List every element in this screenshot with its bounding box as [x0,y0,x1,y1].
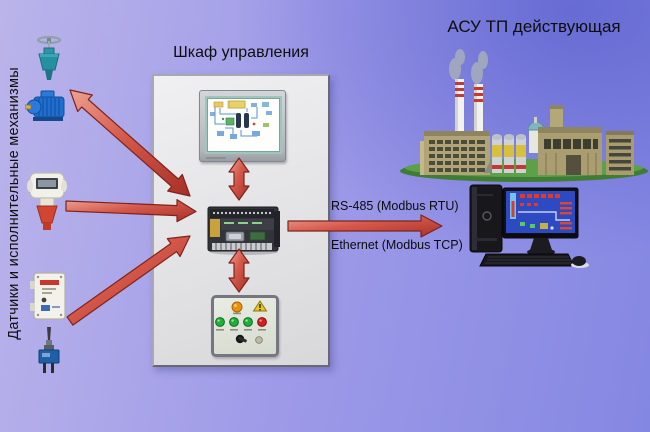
sensors-actuators-label: Датчики и исполнительные механизмы [6,66,22,340]
gate-valve-icon [37,35,61,80]
hmi-touch-panel-icon [199,90,286,162]
hmi-process-mimic [210,100,272,139]
hmi-screen [205,96,282,154]
control-cabinet [152,74,330,367]
scada-title: АСУ ТП действующая [447,17,621,36]
probe-sensor-icon [38,327,60,373]
sensors-actuators-label-wrap: Датчики и исполнительные механизмы [2,42,26,364]
pushbutton-panel-face [215,300,268,344]
pushbutton-panel-icon [211,295,279,357]
rs485-label: RS-485 (Modbus RTU) [331,199,459,213]
ethernet-label: Ethernet (Modbus TCP) [331,238,463,252]
electric-motor-icon [25,90,65,121]
factory-icon [400,49,648,182]
level-transmitter-icon [27,172,67,230]
control-unit-icon [30,272,66,320]
hmi-brand-mark [206,157,226,159]
plc-controller-icon [207,206,280,255]
workstation-icon [469,184,589,268]
cabinet-title: Шкаф управления [173,44,309,61]
